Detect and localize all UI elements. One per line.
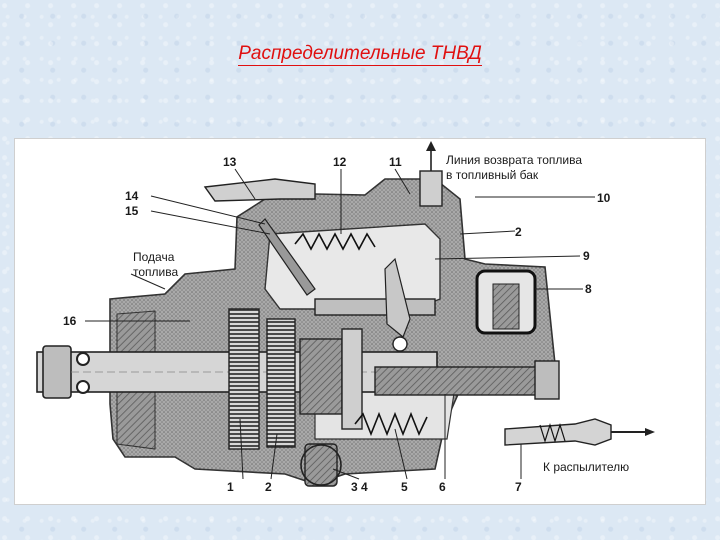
label-fuel-supply-2: топлива bbox=[133, 265, 178, 279]
label-16: 16 bbox=[63, 314, 77, 328]
pump-drawing: 13 12 11 Линия возврата топлива в топлив… bbox=[36, 141, 655, 494]
governor-assembly bbox=[203, 178, 436, 352]
feed-pump-gear bbox=[228, 308, 363, 450]
label-6: 6 bbox=[439, 480, 446, 494]
label-11: 11 bbox=[389, 155, 402, 169]
label-13: 13 bbox=[223, 155, 237, 169]
slide-title: Распределительные ТНВД bbox=[0, 42, 720, 66]
delivery-line bbox=[504, 418, 655, 446]
label-7: 7 bbox=[515, 480, 522, 494]
distributor-plunger bbox=[354, 360, 560, 437]
label-12: 12 bbox=[333, 155, 347, 169]
label-5: 5 bbox=[401, 480, 408, 494]
pump-diagram: 13 12 11 Линия возврата топлива в топлив… bbox=[14, 138, 706, 505]
label-2-right: 2 bbox=[515, 225, 522, 239]
label-return-line-1: Линия возврата топлива bbox=[446, 153, 582, 167]
return-line-fitting bbox=[419, 141, 443, 207]
slide-title-text: Распределительные ТНВД bbox=[238, 43, 482, 66]
label-14: 14 bbox=[125, 189, 139, 203]
label-9: 9 bbox=[583, 249, 590, 263]
label-1: 1 bbox=[227, 480, 234, 494]
label-to-injector: К распылителю bbox=[543, 460, 629, 474]
label-3-4: 3 4 bbox=[351, 480, 368, 494]
label-10: 10 bbox=[597, 191, 611, 205]
label-2: 2 bbox=[265, 480, 272, 494]
timing-device bbox=[300, 443, 342, 487]
label-15: 15 bbox=[125, 204, 139, 218]
solenoid-valve bbox=[475, 269, 537, 335]
label-return-line-2: в топливный бак bbox=[446, 168, 539, 182]
label-fuel-supply-1: Подача bbox=[133, 250, 175, 264]
label-8: 8 bbox=[585, 282, 592, 296]
leader-lines bbox=[85, 168, 595, 480]
